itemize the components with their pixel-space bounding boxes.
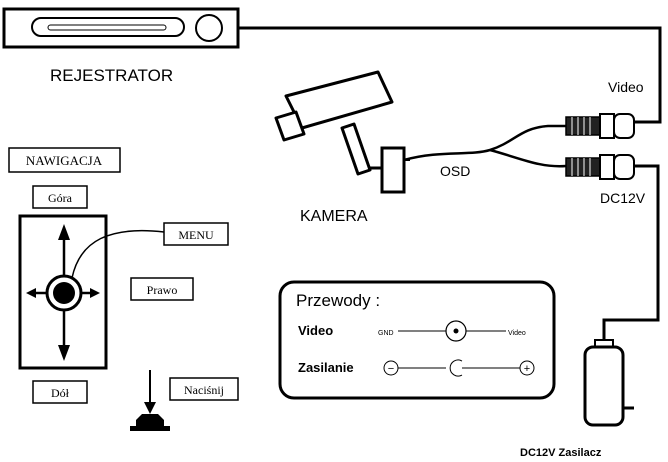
osd-cable-label: OSD [440, 163, 470, 179]
nav-right-label: Prawo [147, 283, 178, 297]
nav-down-box [32, 380, 88, 404]
press-button-icon [130, 370, 170, 431]
left-arrow-icon [26, 288, 46, 298]
video-wire-symbol [398, 320, 506, 342]
nav-up-box [32, 185, 88, 209]
joystick-knob-icon [45, 274, 83, 312]
nav-menu-label: MENU [178, 228, 214, 242]
down-arrow-icon [58, 310, 70, 361]
camera-icon [274, 70, 410, 194]
video-connector-icon [565, 113, 635, 139]
video-cable-label: Video [608, 79, 644, 95]
power-wire-symbol [383, 359, 535, 377]
nav-press-box [169, 377, 239, 401]
dc-cable-label: DC12V [600, 190, 646, 206]
dc-connector-icon [565, 154, 635, 180]
camera-label: KAMERA [300, 208, 368, 225]
power-supply-label: DC12V Zasilacz [520, 447, 602, 459]
legend-power-label: Zasilanie [298, 360, 354, 375]
recorder-device [2, 7, 240, 49]
nav-press-label: Naciśnij [184, 383, 224, 397]
wires-legend-box [278, 280, 556, 400]
legend-title: Przewody : [296, 291, 380, 310]
power-cable [602, 164, 660, 342]
dc-split-cable [489, 148, 567, 168]
up-arrow-icon [58, 224, 70, 275]
nav-menu-box [163, 222, 229, 246]
nav-right-box [130, 277, 194, 301]
navigation-title: NAWIGACJA [26, 153, 103, 168]
navigation-title-box [8, 147, 121, 173]
nav-up-label: Góra [48, 191, 73, 205]
legend-gnd-tag: GND [378, 330, 394, 337]
legend-plus-symbol: + [524, 363, 530, 375]
osd-cable [403, 124, 566, 162]
video-cable [238, 26, 662, 124]
menu-pointer-line [71, 229, 165, 279]
nav-down-label: Dół [51, 386, 70, 400]
legend-video-tag: Video [508, 330, 526, 337]
right-arrow-icon [82, 288, 100, 298]
power-supply-icon [583, 339, 634, 427]
legend-minus-symbol: − [388, 363, 394, 375]
legend-video-label: Video [298, 323, 333, 338]
recorder-label: REJESTRATOR [50, 66, 173, 85]
